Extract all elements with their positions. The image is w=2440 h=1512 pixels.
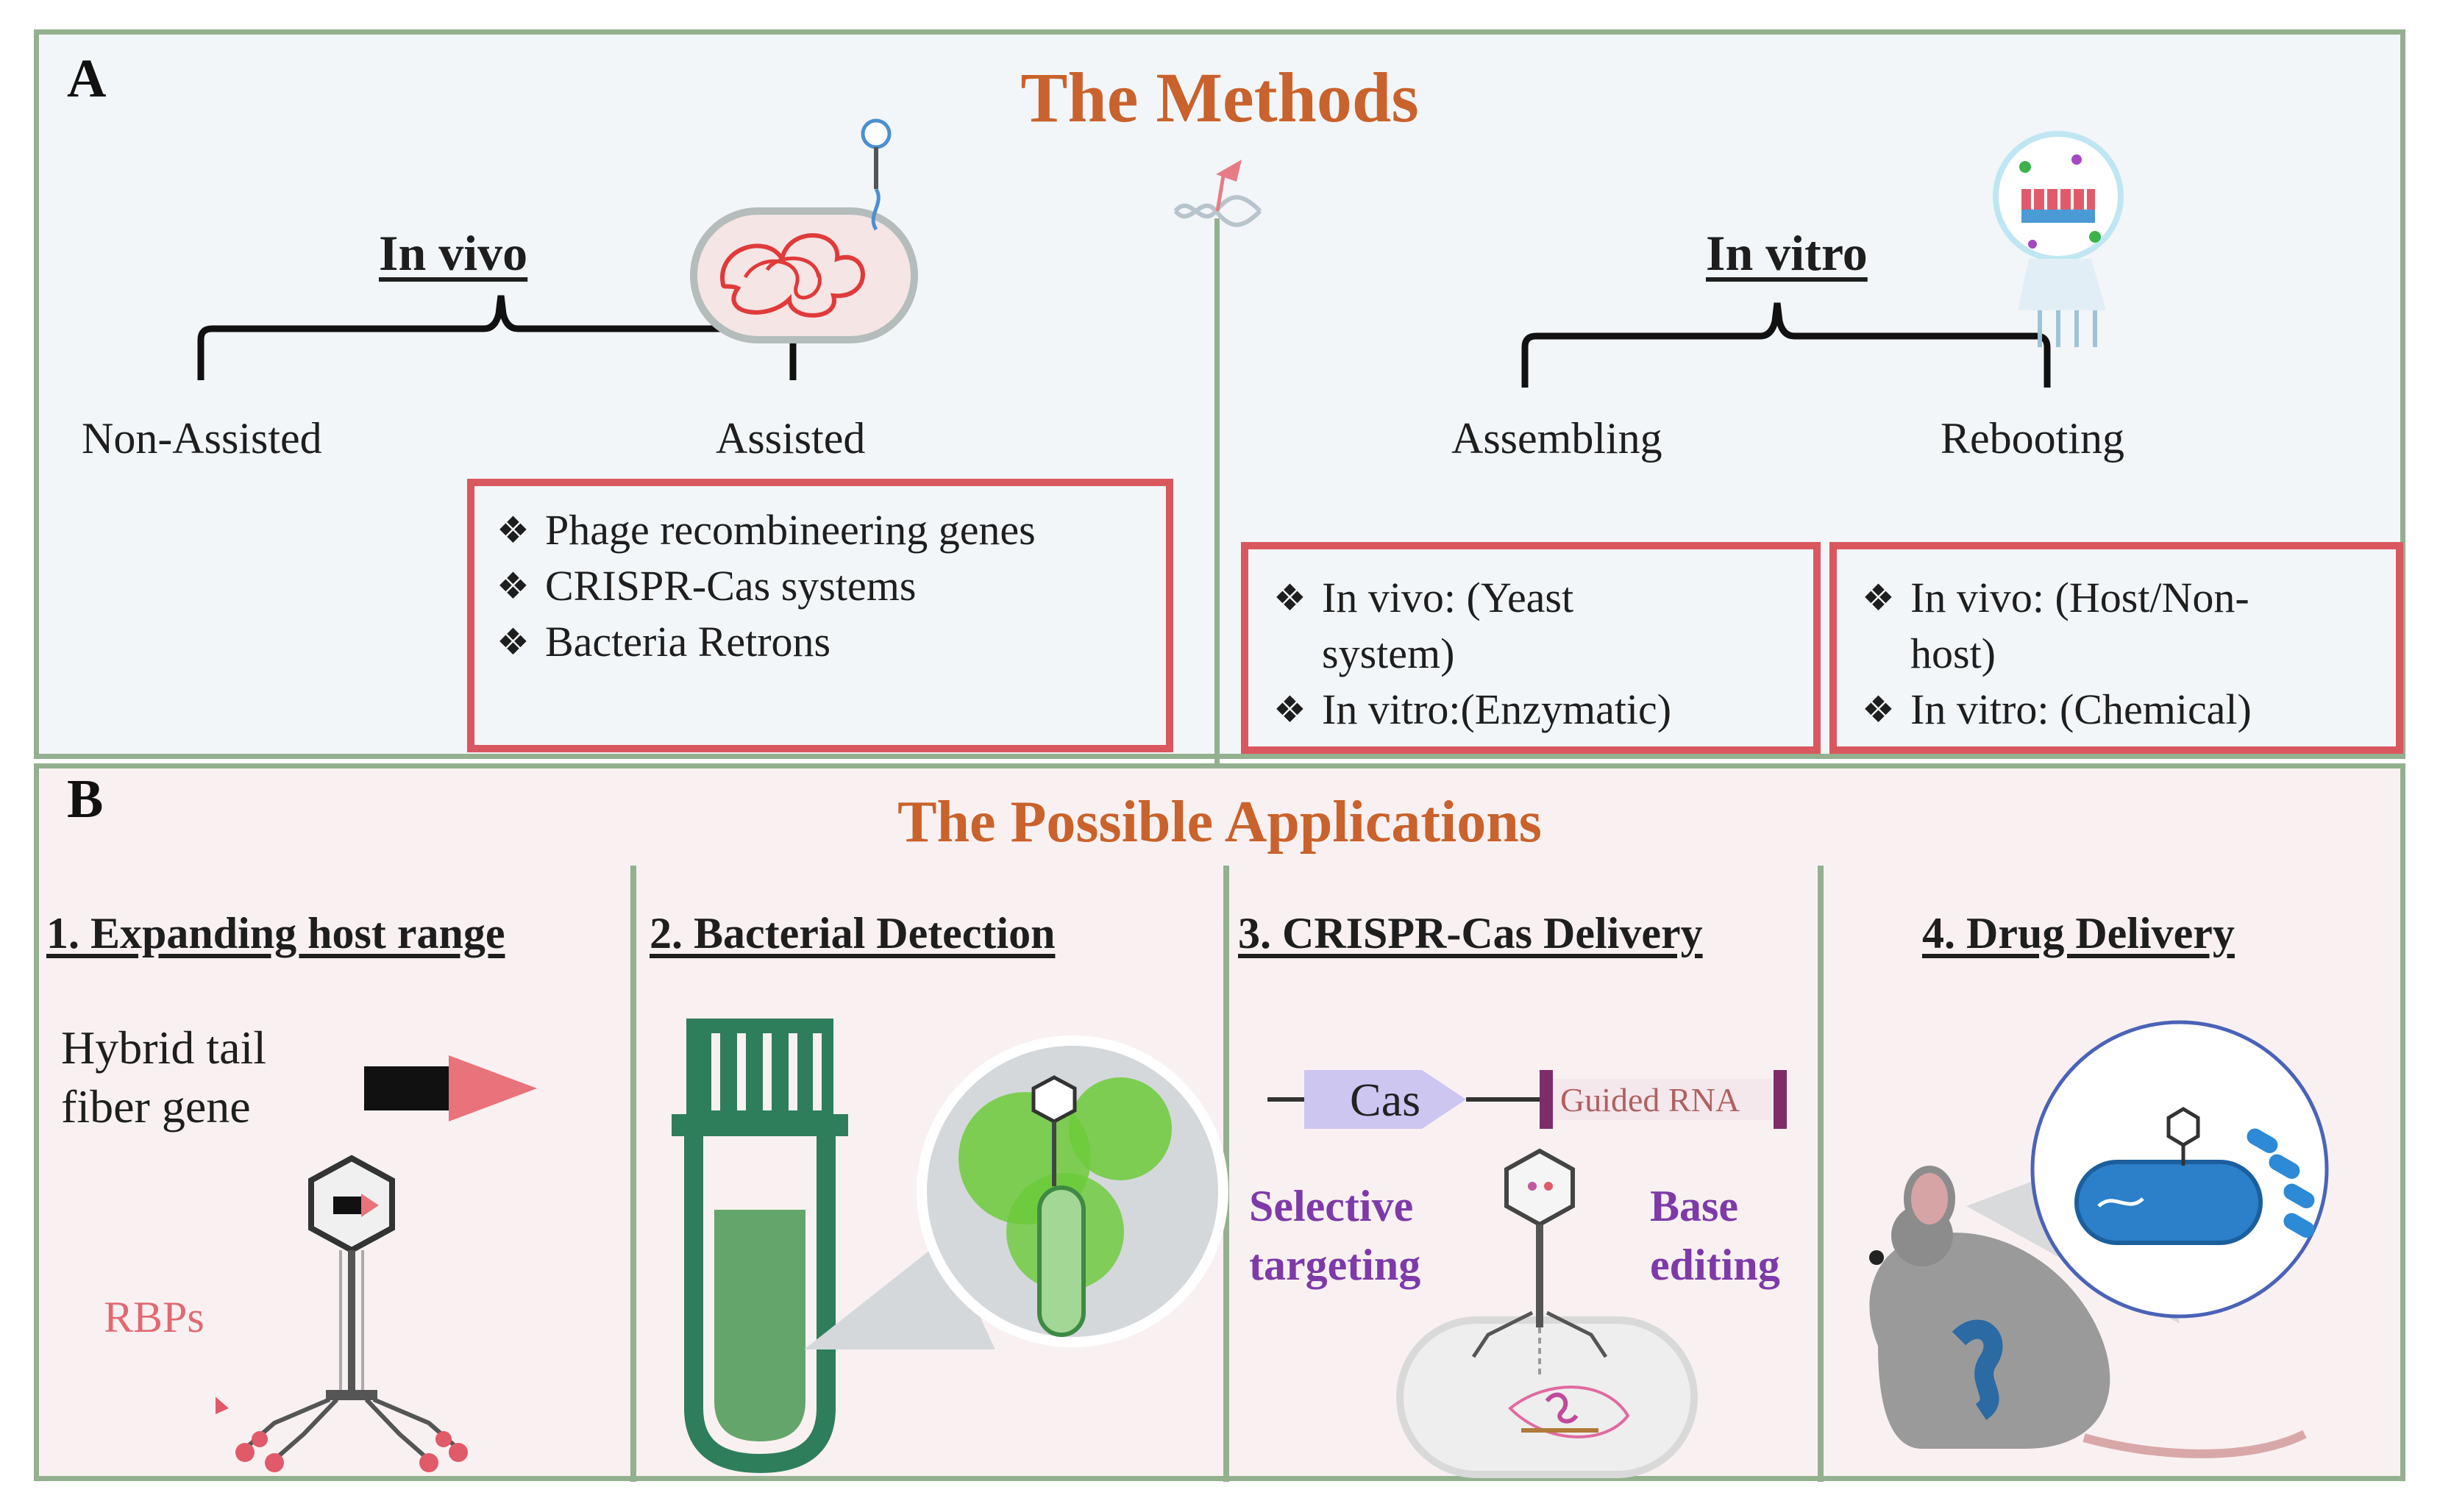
panel-a-letter: A <box>67 49 107 109</box>
app-divider <box>630 866 636 1482</box>
mouse-icon <box>1869 1020 2329 1458</box>
in-vitro-heading: In vitro <box>1706 225 1868 281</box>
rbps-label: RBPs <box>104 1293 204 1341</box>
app-2-title: 2. Bacterial Detection <box>650 909 1056 958</box>
app-divider <box>1818 866 1824 1482</box>
assisted-item: CRISPR-Cas systems <box>497 558 1144 614</box>
assembling-label: Assembling <box>1451 414 1662 463</box>
targeting-line: targeting <box>1249 1241 1421 1289</box>
base-line: Base <box>1650 1182 1738 1230</box>
app-3-title: 3. CRISPR-Cas Delivery <box>1238 909 1703 958</box>
panel-applications: B The Possible Applications 1. Expanding… <box>34 763 2405 1482</box>
selective-line: Selective <box>1249 1182 1414 1230</box>
base-editing-label: Base editing <box>1650 1177 1780 1294</box>
assembling-item: In vivo: (Yeast system) <box>1273 570 1631 682</box>
bacterial-cell-icon <box>690 118 918 343</box>
cas-construct: Cas Guided RNA <box>1267 1070 1787 1129</box>
rebooting-methods-box: In vivo: (Host/Non-host) In vitro: (Chem… <box>1829 542 2403 754</box>
dna-icon <box>1173 160 1262 227</box>
rebooting-item: In vivo: (Host/Non-host) <box>1862 570 2322 682</box>
hybrid-tail-line: Hybrid tail <box>61 1021 267 1074</box>
hybrid-tail-label: Hybrid tail fiber gene <box>61 1019 266 1136</box>
magnifier-icon <box>804 1035 1228 1349</box>
gene-arrow-icon <box>364 1055 537 1121</box>
assembling-methods-box: In vivo: (Yeast system) In vitro:(Enzyma… <box>1241 542 1821 754</box>
editing-line: editing <box>1650 1241 1780 1289</box>
assisted-methods-box: Phage recombineering genes CRISPR-Cas sy… <box>467 479 1173 752</box>
methods-divider <box>1214 218 1220 764</box>
app-4-title: 4. Drug Delivery <box>1922 909 2235 958</box>
phage-injection-icon <box>1396 1148 1698 1478</box>
phage-icon <box>861 118 892 231</box>
cas-label: Cas <box>1350 1074 1420 1126</box>
panel-methods: A The Methods In vivo Non-Assisted Assis… <box>34 29 2405 764</box>
guide-rna-label: Guided RNA <box>1560 1081 1740 1119</box>
phage-icon <box>216 1155 468 1472</box>
methods-title: The Methods <box>1020 58 1419 137</box>
rebooting-item: In vitro: (Chemical) <box>1862 682 2371 738</box>
applications-title: The Possible Applications <box>897 790 1542 855</box>
assembling-item: In vitro:(Enzymatic) <box>1273 682 1788 738</box>
app-1-title: 1. Expanding host range <box>46 909 505 958</box>
assisted-item: Bacteria Retrons <box>497 614 1144 670</box>
fiber-gene-line: fiber gene <box>61 1080 251 1133</box>
in-vivo-heading: In vivo <box>379 225 528 281</box>
rebooting-label: Rebooting <box>1941 414 2124 463</box>
assisted-label: Assisted <box>716 414 866 463</box>
test-tube-icon <box>672 1019 848 1474</box>
assisted-item: Phage recombineering genes <box>497 502 1075 558</box>
non-assisted-label: Non-Assisted <box>82 414 322 463</box>
panel-b-letter: B <box>67 769 104 830</box>
selective-targeting-label: Selective targeting <box>1249 1177 1420 1294</box>
cell-free-system-icon <box>1993 131 2124 347</box>
